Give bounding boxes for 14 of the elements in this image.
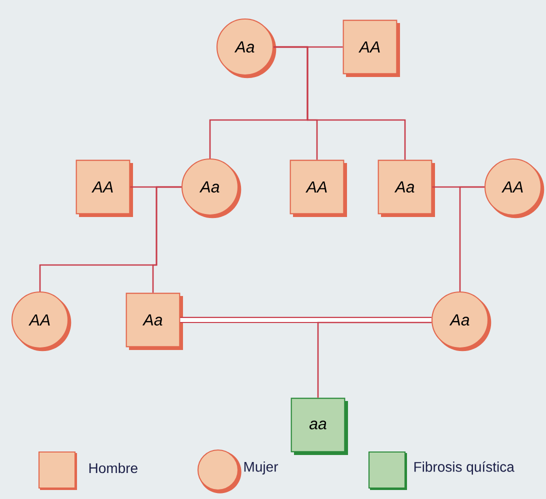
- legend-label: Mujer: [244, 461, 278, 475]
- male-square: AA: [76, 160, 133, 217]
- descent-line: [459, 186, 484, 292]
- affected-male-square: aa: [290, 398, 348, 455]
- descent-line: [152, 186, 182, 293]
- marriage-line: [180, 316, 432, 324]
- male-square: AA: [290, 160, 347, 217]
- male-square: Aa: [126, 292, 183, 350]
- legend-label: Hombre: [89, 462, 138, 474]
- legend-label: Fibrosis quística: [414, 461, 514, 475]
- male-square: Aa: [378, 160, 435, 217]
- descent-line: [274, 46, 406, 160]
- male-square: AA: [342, 20, 400, 77]
- descent-line: [317, 322, 432, 398]
